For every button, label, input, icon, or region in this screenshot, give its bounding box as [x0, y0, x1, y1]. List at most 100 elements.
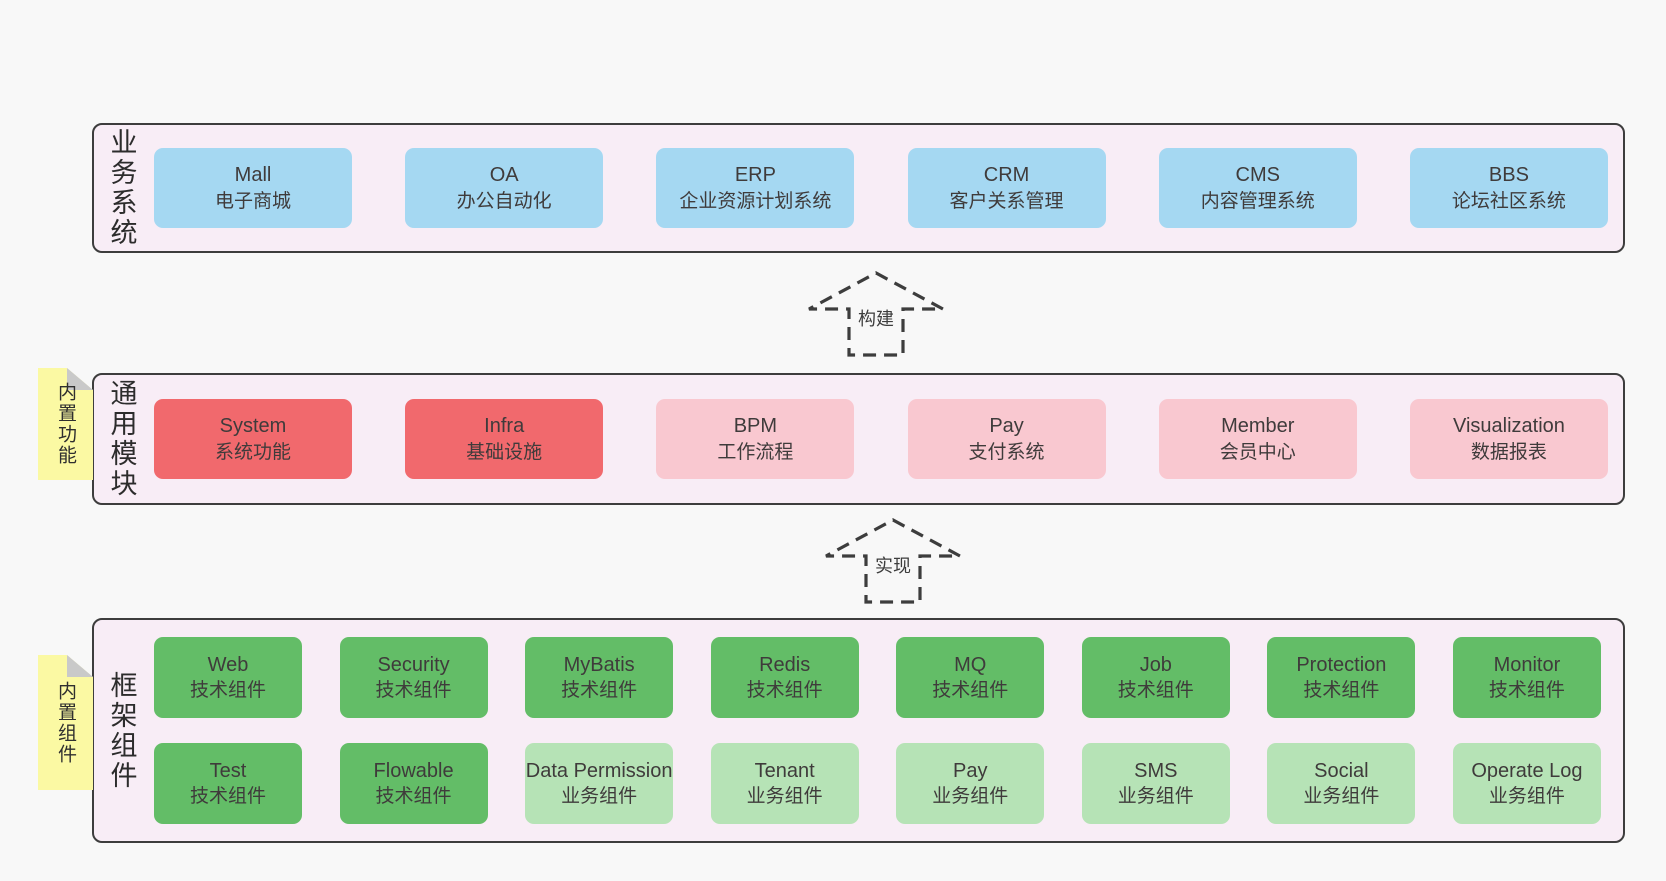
box-subtitle: 技术组件 — [189, 680, 266, 702]
box-title: Member — [1221, 415, 1295, 438]
modules-boxes-row: System 系统功能 Infra 基础设施 BPM 工作流程 Pay 支付系统… — [154, 375, 1608, 503]
box-erp: ERP 企业资源计划系统 — [656, 148, 855, 228]
box-visualization: Visualization 数据报表 — [1409, 399, 1608, 479]
box-title: SMS — [1134, 759, 1178, 782]
arrow-implement: 实现 — [823, 517, 963, 605]
sticky-note-body — [38, 655, 93, 790]
arrow-implement-label: 实现 — [871, 551, 915, 579]
box-social: Social 业务组件 — [1267, 743, 1416, 824]
dashed-up-arrow-icon — [825, 518, 961, 604]
box-subtitle: 业务组件 — [1488, 786, 1565, 808]
box-redis: Redis 技术组件 — [710, 637, 859, 718]
box-oa: OA 办公自动化 — [405, 148, 604, 228]
layer-common-modules: 通用模块 System 系统功能 Infra 基础设施 BPM 工作流程 Pay… — [92, 373, 1625, 505]
components-row-2: Test 技术组件 Flowable 技术组件 Data Permission … — [154, 743, 1601, 824]
box-title: Redis — [759, 653, 811, 676]
box-title: Pay — [989, 415, 1024, 438]
sticky-note-built-in-components: 内置组件 — [38, 655, 93, 790]
box-subtitle: 技术组件 — [1303, 680, 1380, 702]
box-title: BPM — [733, 415, 778, 438]
box-bpm: BPM 工作流程 — [656, 399, 855, 479]
box-title: Tenant — [754, 759, 815, 782]
box-tenant: Tenant 业务组件 — [710, 743, 859, 824]
box-title: Flowable — [373, 759, 454, 782]
box-subtitle: 工作流程 — [717, 441, 794, 463]
box-bbs: BBS 论坛社区系统 — [1409, 148, 1608, 228]
components-boxes-grid: Web 技术组件 Security 技术组件 MyBatis 技术组件 Redi… — [154, 620, 1601, 841]
box-subtitle: 业务组件 — [1117, 786, 1194, 808]
box-subtitle: 内容管理系统 — [1200, 190, 1315, 212]
box-subtitle: 技术组件 — [189, 786, 266, 808]
box-title: Data Permission — [525, 759, 673, 782]
layer-common-modules-label: 通用模块 — [106, 379, 137, 499]
box-subtitle: 会员中心 — [1219, 441, 1296, 463]
box-monitor: Monitor 技术组件 — [1452, 637, 1601, 718]
box-subtitle: 技术组件 — [1117, 680, 1194, 702]
box-subtitle: 技术组件 — [932, 680, 1009, 702]
box-title: CMS — [1235, 164, 1280, 187]
box-flowable: Flowable 技术组件 — [339, 743, 488, 824]
box-subtitle: 技术组件 — [1488, 680, 1565, 702]
box-infra: Infra 基础设施 — [405, 399, 604, 479]
box-security: Security 技术组件 — [339, 637, 488, 718]
box-title: MyBatis — [563, 653, 635, 676]
box-title: Visualization — [1452, 415, 1565, 438]
box-mall: Mall 电子商城 — [154, 148, 352, 228]
box-web: Web 技术组件 — [154, 637, 302, 718]
box-crm: CRM 客户关系管理 — [907, 148, 1106, 228]
box-subtitle: 电子商城 — [214, 190, 291, 212]
arrow-build: 构建 — [806, 270, 946, 358]
box-title: Monitor — [1493, 653, 1561, 676]
dashed-up-arrow-icon — [808, 271, 944, 357]
sticky-note-text: 内置组件 — [55, 680, 76, 765]
sticky-note-text: 内置功能 — [55, 382, 76, 466]
box-sms: SMS 业务组件 — [1081, 743, 1230, 824]
box-subtitle: 业务组件 — [1303, 786, 1380, 808]
box-title: Web — [207, 653, 249, 676]
box-test: Test 技术组件 — [154, 743, 302, 824]
box-subtitle: 业务组件 — [746, 786, 823, 808]
box-operate-log: Operate Log 业务组件 — [1452, 743, 1601, 824]
box-subtitle: 系统功能 — [214, 441, 291, 463]
box-title: MQ — [954, 653, 987, 676]
box-title: BBS — [1488, 164, 1529, 187]
box-subtitle: 技术组件 — [561, 680, 638, 702]
box-title: CRM — [983, 164, 1030, 187]
box-subtitle: 论坛社区系统 — [1451, 190, 1566, 212]
box-title: Social — [1314, 759, 1369, 782]
box-member: Member 会员中心 — [1158, 399, 1357, 479]
components-row-1: Web 技术组件 Security 技术组件 MyBatis 技术组件 Redi… — [154, 637, 1601, 718]
box-subtitle: 基础设施 — [466, 441, 543, 463]
box-pay-module: Pay 支付系统 — [907, 399, 1106, 479]
box-subtitle: 企业资源计划系统 — [679, 190, 832, 212]
box-title: Security — [377, 653, 450, 676]
box-title: System — [219, 415, 287, 438]
box-title: Job — [1139, 653, 1172, 676]
box-title: Pay — [953, 759, 988, 782]
box-system: System 系统功能 — [154, 399, 352, 479]
box-title: ERP — [734, 164, 776, 187]
box-subtitle: 数据报表 — [1470, 441, 1547, 463]
sticky-note-built-in-features: 内置功能 — [38, 368, 93, 480]
box-subtitle: 业务组件 — [932, 786, 1009, 808]
box-title: OA — [489, 164, 519, 187]
box-subtitle: 技术组件 — [746, 680, 823, 702]
box-cms: CMS 内容管理系统 — [1158, 148, 1357, 228]
box-subtitle: 办公自动化 — [456, 190, 552, 212]
box-title: Infra — [484, 415, 525, 438]
box-subtitle: 技术组件 — [375, 786, 452, 808]
box-title: Operate Log — [1471, 759, 1583, 782]
box-title: Test — [209, 759, 247, 782]
box-mybatis: MyBatis 技术组件 — [525, 637, 674, 718]
box-pay-component: Pay 业务组件 — [896, 743, 1045, 824]
layer-framework-components: 框架组件 Web 技术组件 Security 技术组件 MyBatis 技术组件… — [92, 618, 1625, 843]
business-boxes-row: Mall 电子商城 OA 办公自动化 ERP 企业资源计划系统 CRM 客户关系… — [154, 125, 1608, 251]
box-mq: MQ 技术组件 — [896, 637, 1045, 718]
box-job: Job 技术组件 — [1081, 637, 1230, 718]
box-title: Mall — [234, 164, 272, 187]
box-protection: Protection 技术组件 — [1267, 637, 1416, 718]
box-data-permission: Data Permission 业务组件 — [525, 743, 674, 824]
layer-framework-components-label: 框架组件 — [106, 670, 137, 791]
arrow-build-label: 构建 — [854, 304, 898, 332]
layer-business-systems-label: 业务系统 — [106, 128, 137, 248]
